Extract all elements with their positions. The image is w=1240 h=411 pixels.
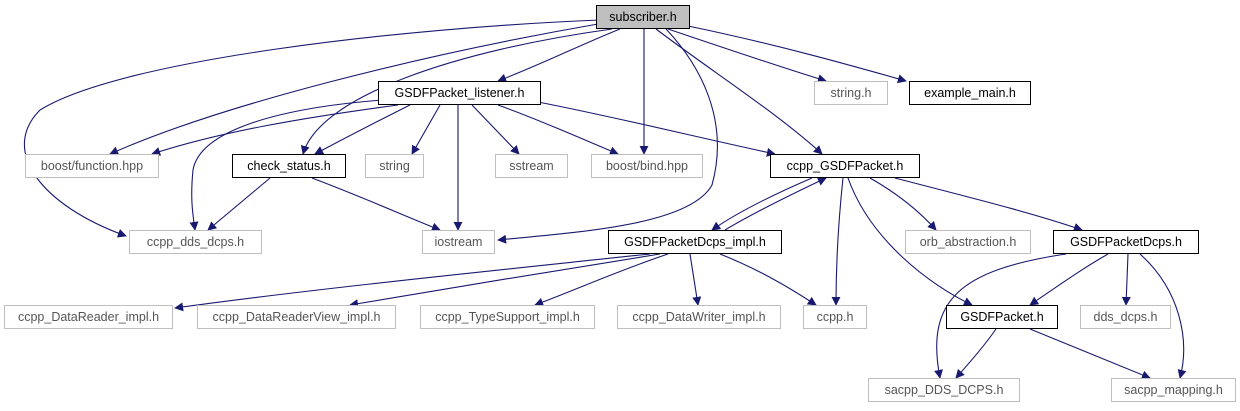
node-ccpp-h: ccpp.h	[803, 305, 867, 329]
edge-gsdfdcps-to-sacpp-dds-dcps	[934, 253, 1067, 379]
edge-listener-to-boost-function	[151, 104, 399, 156]
node-label: GSDFPacket_listener.h	[394, 86, 525, 100]
edge-listener-to-boost-bind	[497, 104, 619, 156]
edge-subscriber-to-ccpp-gsdf	[655, 28, 823, 155]
edge-listener-to-ccpp-gsdf	[537, 101, 776, 157]
node-ccpp-typesupport-impl-h: ccpp_TypeSupport_impl.h	[420, 305, 595, 329]
node-label: sacpp_DDS_DCPS.h	[884, 383, 1004, 397]
node-subscriber-h[interactable]: subscriber.h	[596, 5, 690, 29]
node-label: ccpp_GSDFPacket.h	[786, 159, 904, 173]
edge-impl-to-datareaderview	[349, 253, 661, 309]
node-gsdfpacket-listener-h[interactable]: GSDFPacket_listener.h	[378, 81, 541, 105]
edge-ccpp-gsdf-to-orb	[869, 177, 937, 231]
node-label: GSDFPacketDcps.h	[1070, 235, 1182, 249]
node-label: GSDFPacket.h	[960, 310, 1044, 324]
node-label: ccpp_DataReaderView_impl.h	[212, 310, 381, 324]
node-label: string.h	[830, 86, 872, 100]
edge-impl-to-datareader	[174, 253, 651, 312]
node-iostream: iostream	[422, 230, 495, 254]
edge-ccpp-gsdf-to-gsdfpacket	[847, 177, 973, 306]
node-boost-function-hpp: boost/function.hpp	[25, 154, 159, 178]
edge-ccpp-gsdf-to-gsdfdcps	[894, 177, 1083, 232]
node-label: ccpp.h	[816, 310, 854, 324]
node-label: ccpp_DataReader_impl.h	[17, 310, 160, 324]
node-label: ccpp_dds_dcps.h	[146, 235, 245, 249]
node-label: orb_abstraction.h	[919, 235, 1017, 249]
node-ccpp-dds-dcps-h: ccpp_dds_dcps.h	[129, 230, 262, 254]
node-sacpp-dds-dcps-h: sacpp_DDS_DCPS.h	[868, 378, 1020, 402]
edge-impl-to-typesupport	[534, 253, 669, 307]
edge-subscriber-to-check-status	[300, 28, 613, 155]
node-dds-dcps-h: dds_dcps.h	[1080, 305, 1171, 329]
node-label: check_status.h	[247, 159, 331, 173]
node-label: example_main.h	[924, 86, 1016, 100]
node-gsdfpacketdcps-impl-h[interactable]: GSDFPacketDcps_impl.h	[608, 230, 782, 254]
edge-gsdfdcps-to-sacpp-mapping	[1139, 253, 1187, 379]
edge-subscriber-to-example-main	[687, 25, 907, 84]
edge-listener-to-check-status	[314, 104, 411, 155]
node-label: dds_dcps.h	[1093, 310, 1158, 324]
node-ccpp-datawriter-impl-h: ccpp_DataWriter_impl.h	[617, 305, 781, 329]
edge-impl-to-ccpp-h	[719, 253, 817, 306]
node-ccpp-datareaderview-impl-h: ccpp_DataReaderView_impl.h	[197, 305, 396, 329]
edge-listener-to-sstream	[471, 104, 520, 155]
edge-ccpp-gsdf-to-ccpp-h	[831, 177, 844, 306]
node-boost-bind-hpp: boost/bind.hpp	[591, 154, 703, 178]
node-label: iostream	[434, 235, 483, 249]
node-gsdfpacket-h[interactable]: GSDFPacket.h	[946, 305, 1058, 329]
node-label: string	[379, 159, 410, 173]
node-string-h: string.h	[814, 81, 888, 105]
node-string: string	[365, 154, 424, 178]
edge-gsdfpacket-to-sacpp-mapping	[1029, 328, 1151, 380]
node-label: ccpp_DataWriter_impl.h	[632, 310, 766, 324]
node-check-status-h[interactable]: check_status.h	[232, 154, 346, 178]
node-example-main-h[interactable]: example_main.h	[909, 81, 1031, 105]
edge-impl-to-datawriter	[689, 253, 702, 306]
dependency-edges	[23, 19, 1187, 380]
node-sacpp-mapping-h: sacpp_mapping.h	[1111, 378, 1236, 402]
node-label: sstream	[509, 159, 554, 173]
edge-check-status-to-iostream	[311, 177, 441, 232]
node-gsdfpacketdcps-h[interactable]: GSDFPacketDcps.h	[1053, 230, 1199, 254]
node-label: boost/function.hpp	[40, 159, 144, 173]
node-label: GSDFPacketDcps_impl.h	[624, 235, 766, 249]
node-label: subscriber.h	[609, 10, 677, 24]
edge-gsdfpacket-to-sacpp-dds-dcps	[955, 328, 997, 379]
edge-gsdfdcps-to-gsdfpacket	[1029, 253, 1109, 306]
node-orb-abstraction-h: orb_abstraction.h	[905, 230, 1031, 254]
edge-gsdfdcps-to-dds-dcps	[1121, 253, 1131, 306]
edge-subscriber-to-iostream	[497, 28, 718, 244]
node-sstream: sstream	[495, 154, 568, 178]
edge-subscriber-to-ccpp-dds-dcps	[23, 19, 601, 238]
node-label: ccpp_TypeSupport_impl.h	[435, 310, 580, 324]
edge-listener-to-ccpp-dds-dcps	[189, 99, 383, 231]
edge-listener-to-string	[411, 104, 441, 155]
node-ccpp-gsdfpacket-h[interactable]: ccpp_GSDFPacket.h	[770, 154, 920, 178]
edge-subscriber-to-listener	[497, 28, 621, 83]
edge-subscriber-to-string-h	[667, 28, 827, 83]
edge-check-status-to-ccpp-dds-dcps	[207, 177, 271, 231]
edge-subscriber-to-boost-function	[109, 23, 599, 155]
node-label: sacpp_mapping.h	[1124, 383, 1223, 397]
node-label: boost/bind.hpp	[605, 159, 688, 173]
edge-ccpp-gsdf-to-impl	[711, 177, 813, 231]
node-ccpp-datareader-impl-h: ccpp_DataReader_impl.h	[4, 305, 173, 329]
edge-impl-to-ccpp-gsdf	[724, 177, 827, 231]
